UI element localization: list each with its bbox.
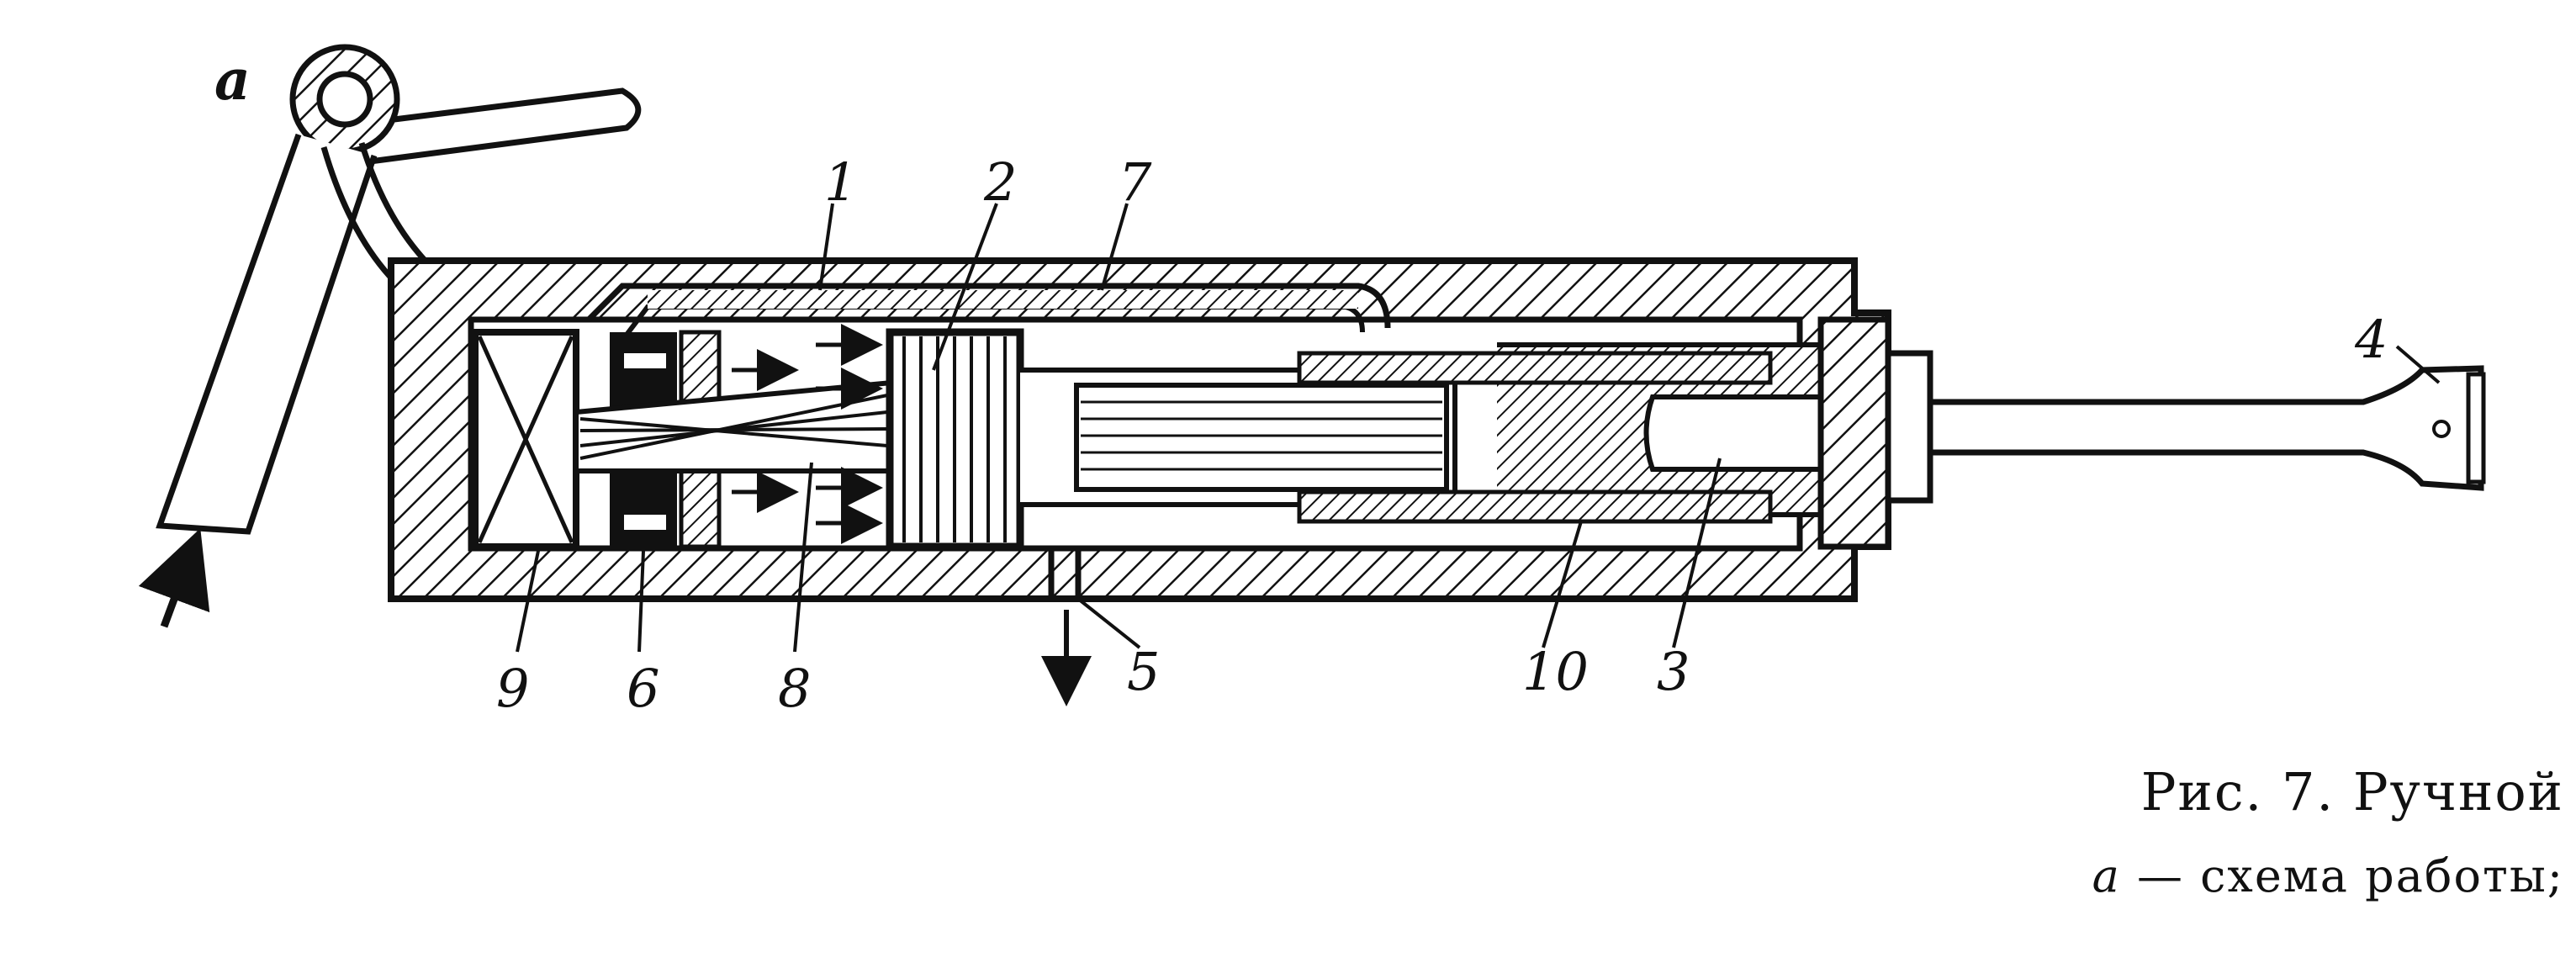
part-label-8: 8 bbox=[778, 658, 811, 719]
part-label-4: 4 bbox=[2354, 309, 2388, 370]
caption-text: — схема работы; bbox=[2136, 849, 2564, 902]
caption-letter: a bbox=[2092, 849, 2121, 902]
trigger-lever bbox=[289, 44, 642, 165]
part-label-5: 5 bbox=[1127, 641, 1160, 702]
part-label-9: 9 bbox=[496, 658, 529, 719]
sleeve bbox=[1297, 351, 1773, 524]
part-label-7: 7 bbox=[1119, 151, 1152, 213]
part-label-1: 1 bbox=[824, 151, 857, 213]
air-inlet-arrow bbox=[138, 528, 210, 628]
part-label-3: 3 bbox=[1657, 641, 1690, 702]
screwdriver-bit bbox=[1927, 365, 2486, 491]
view-label-a: a bbox=[214, 47, 251, 113]
exhaust-port bbox=[1041, 548, 1092, 706]
figure-caption-title: Рис. 7. Ручной bbox=[2140, 761, 2564, 823]
part-label-10: 10 bbox=[1522, 641, 1589, 702]
leader-lines bbox=[516, 203, 2441, 653]
part-label-6: 6 bbox=[627, 658, 659, 719]
air-filter bbox=[472, 329, 579, 550]
rotor bbox=[886, 328, 1024, 551]
splined-spindle bbox=[1020, 368, 1457, 507]
figure-caption-subtitle: a — схема работы; bbox=[2092, 849, 2564, 902]
air-flow-arrows bbox=[732, 324, 883, 544]
chuck bbox=[1643, 316, 1933, 550]
part-label-2: 2 bbox=[983, 151, 1017, 213]
valve-block bbox=[610, 330, 722, 549]
air-channel bbox=[586, 283, 1391, 336]
